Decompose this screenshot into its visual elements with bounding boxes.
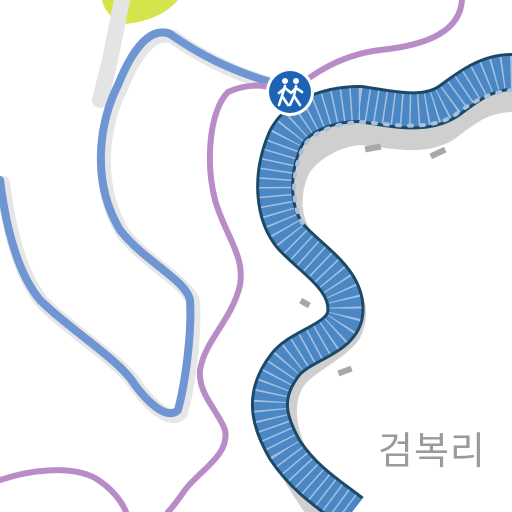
boundary-line — [165, 0, 465, 512]
footpath-casing — [92, 0, 130, 108]
boundary-line — [0, 467, 129, 512]
place-label: 검복리 — [378, 429, 486, 473]
stairs-edge-dots — [292, 88, 512, 230]
stairs-fill — [254, 56, 512, 512]
pedestrian-crossing-icon[interactable] — [266, 68, 314, 116]
footpath-blue — [0, 28, 274, 418]
